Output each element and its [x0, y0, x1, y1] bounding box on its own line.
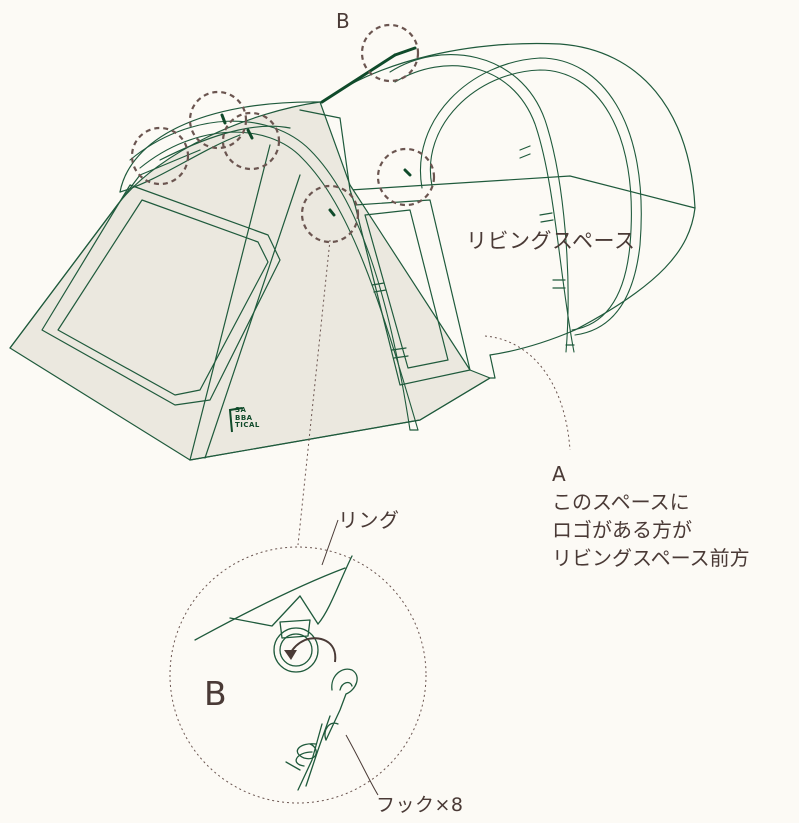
logo-line-1: SA: [235, 406, 247, 414]
callout-circle-b-top: [360, 23, 420, 83]
label-b-top: B: [336, 9, 351, 33]
detail-circle-b: [169, 546, 427, 804]
note-a-line2: ロゴがある方が: [552, 518, 692, 542]
middle-arch-pole: [389, 54, 569, 353]
front-window: [41, 184, 281, 406]
callout-circle-2: [130, 126, 190, 186]
label-b-detail: B: [204, 674, 228, 713]
callout-circle-5: [300, 184, 360, 244]
logo-line-2: BBA: [235, 413, 253, 422]
callout-circle-1: [188, 90, 248, 150]
leader-line-a: [484, 335, 571, 451]
label-living-space: リビングスペース: [466, 229, 636, 253]
label-ring: リング: [338, 508, 400, 532]
front-arch-pole: [129, 120, 411, 431]
callout-circle-4: [376, 147, 436, 207]
leader-line-b: [297, 239, 331, 546]
logo-line-3: TICAL: [235, 421, 260, 429]
ring-tab: [279, 619, 311, 639]
callout-circle-3: [221, 111, 281, 171]
living-space-canopy: [321, 42, 696, 356]
note-a-letter: A: [552, 462, 566, 486]
note-a-line3: リビングスペース前方: [552, 546, 750, 570]
ring: [273, 627, 319, 673]
note-a-line1: このスペースに: [552, 490, 690, 514]
note-a: A このスペースに ロゴがある方が リビングスペース前方: [552, 460, 750, 572]
sabbatical-logo: SA BBA TICAL: [227, 406, 260, 430]
label-hook: フック×8: [376, 794, 464, 816]
rear-arch-pole: [419, 57, 642, 336]
hook-icon: [285, 668, 358, 791]
